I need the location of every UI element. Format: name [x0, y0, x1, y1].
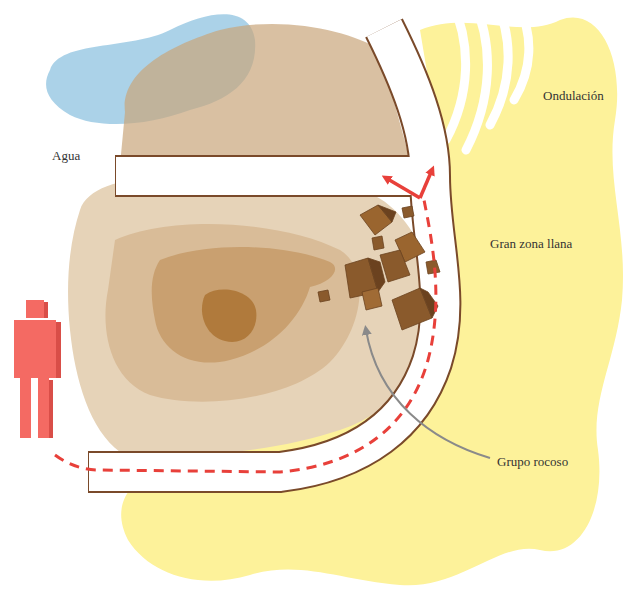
undulation-waves — [446, 2, 529, 150]
flat-zone-label: Gran zona llana — [490, 236, 572, 252]
route-dashed — [55, 200, 436, 472]
person-figure — [14, 300, 61, 438]
road — [88, 28, 440, 472]
hill-summit — [202, 290, 256, 342]
route-arrow — [386, 178, 420, 198]
hill-contour — [105, 224, 359, 402]
route-arrow — [420, 170, 432, 198]
hill-contour — [152, 247, 335, 363]
rock-group — [318, 205, 440, 330]
upper-hill — [120, 24, 410, 165]
leader-line — [366, 330, 490, 458]
water-label: Agua — [52, 148, 80, 164]
wave-label: Ondulación — [543, 88, 604, 104]
rock-group-label: Grupo rocoso — [497, 454, 568, 470]
